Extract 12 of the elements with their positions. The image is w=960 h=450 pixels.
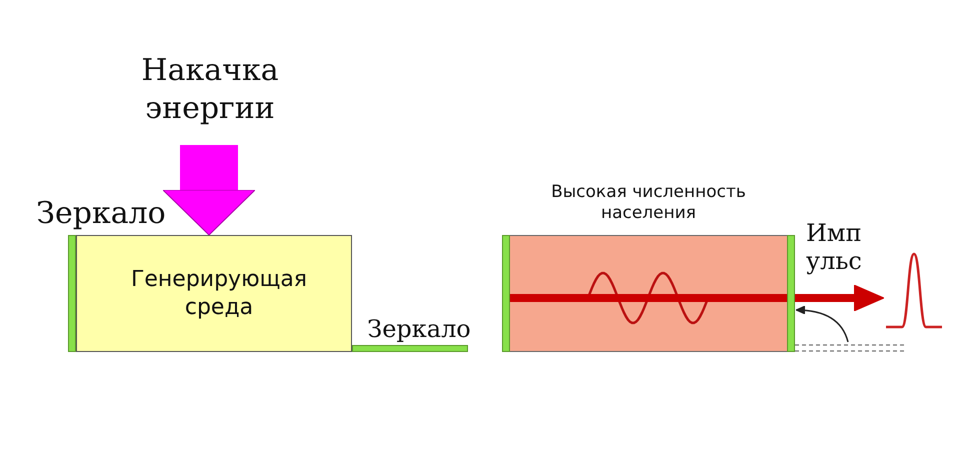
arrow: [162, 145, 256, 236]
gain-medium-box: [76, 235, 352, 352]
box-heading: Высокая численность населения: [550, 182, 747, 224]
mirror-label: Зеркало: [35, 195, 167, 232]
arrow: [796, 306, 849, 342]
mirror-bar: [787, 235, 795, 352]
arrow: [510, 284, 884, 312]
pump-label: Накачка энергии: [140, 52, 280, 127]
medium-label: Генерирующая среда: [130, 266, 308, 321]
pulse-label: Имп ульс: [806, 220, 863, 276]
mirror-bar: [502, 235, 510, 352]
mirror-label: Зеркало: [366, 314, 472, 344]
